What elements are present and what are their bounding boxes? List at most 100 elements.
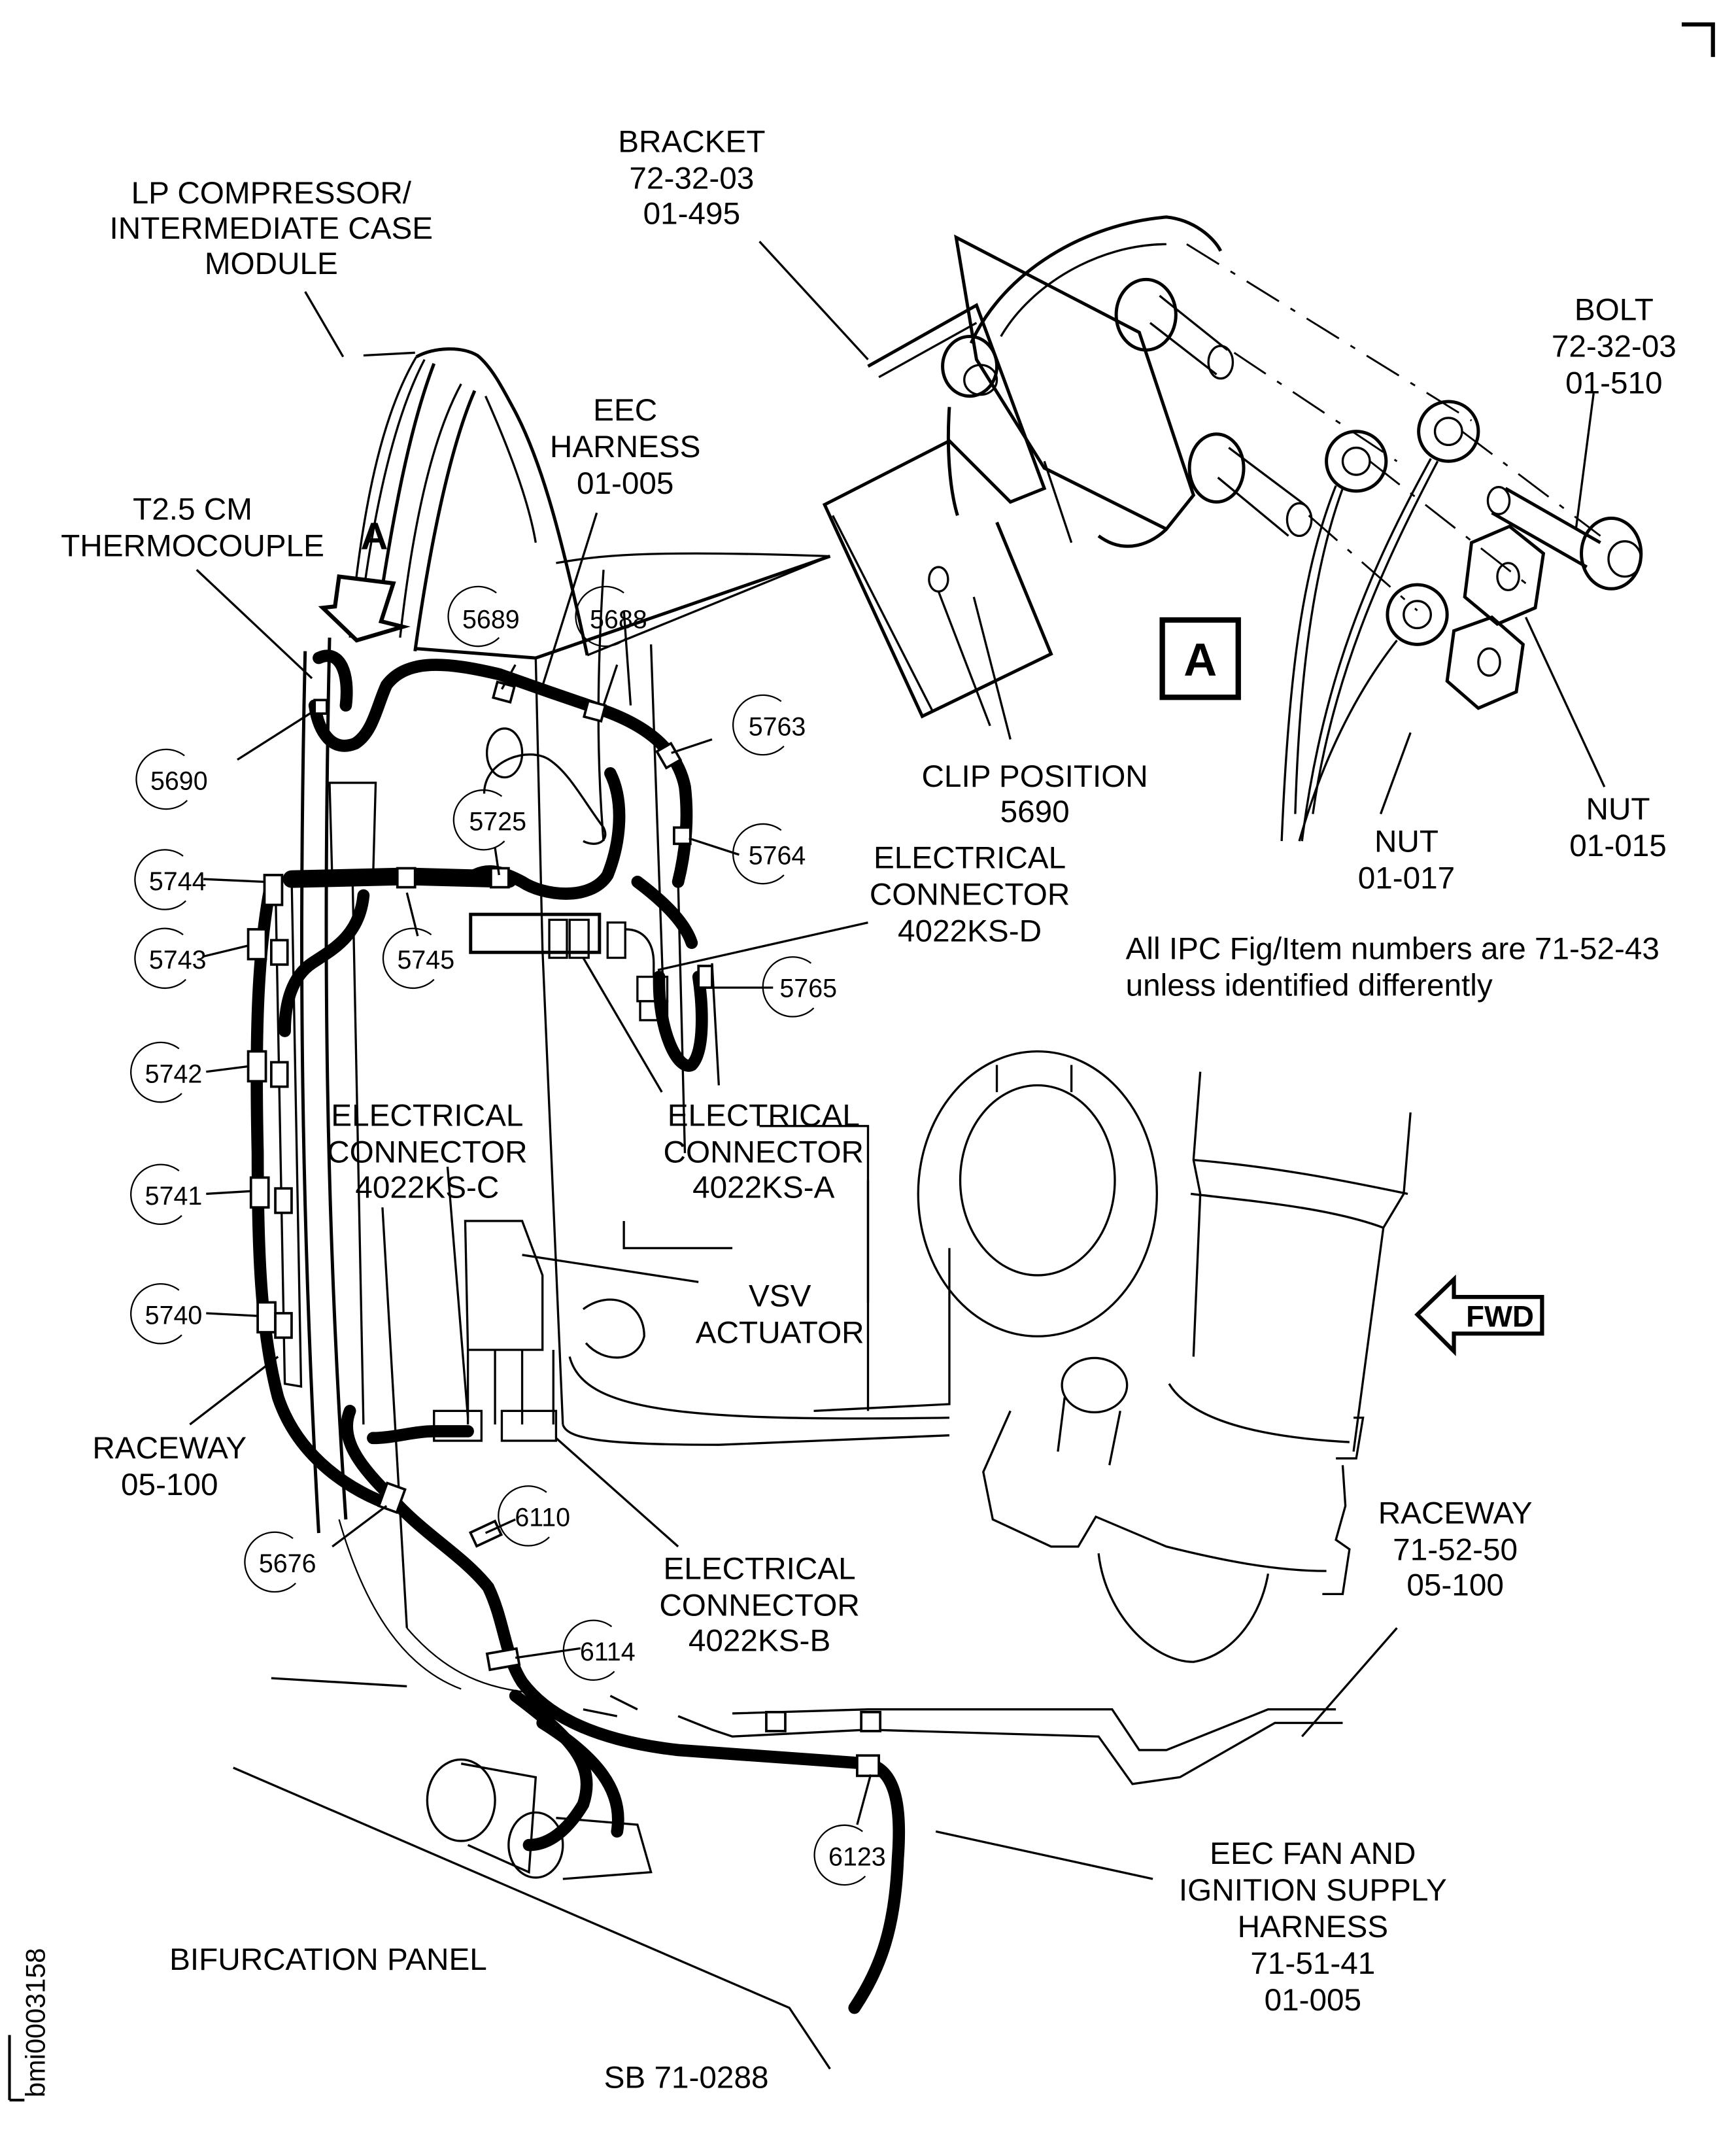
view-a-arrow: A (318, 515, 411, 643)
service-bulletin-reference: SB 71-0288 (604, 2060, 769, 2095)
svg-text:VSV: VSV (749, 1279, 811, 1314)
connectors-drawing (328, 727, 1343, 1880)
label-nut-01-017: NUT 01-017 (1358, 825, 1455, 896)
svg-text:5764: 5764 (749, 841, 806, 870)
svg-text:THERMOCOUPLE: THERMOCOUPLE (61, 528, 324, 563)
image-id: bmi0003158 (8, 1948, 50, 2102)
callout-5741: 5741 (130, 1163, 203, 1225)
svg-text:5741: 5741 (145, 1182, 203, 1211)
label-vsv-actuator: VSV ACTUATOR (696, 1279, 864, 1351)
svg-text:T2.5 CM: T2.5 CM (133, 492, 252, 526)
svg-text:CONNECTOR: CONNECTOR (870, 878, 1070, 912)
label-eec-harness: EEC HARNESS 01-005 (550, 393, 701, 501)
callout-6110: 6110 (498, 1485, 570, 1547)
svg-text:ELECTRICAL: ELECTRICAL (668, 1099, 860, 1133)
svg-text:MODULE: MODULE (205, 247, 338, 281)
svg-text:ELECTRICAL: ELECTRICAL (331, 1099, 523, 1133)
svg-text:ELECTRICAL: ELECTRICAL (663, 1552, 855, 1587)
view-a-box (1159, 617, 1241, 700)
label-connector-b: ELECTRICAL CONNECTOR 4022KS-B (659, 1552, 859, 1659)
callout-6123: 6123 (813, 1824, 886, 1886)
svg-text:EEC FAN AND: EEC FAN AND (1210, 1836, 1416, 1871)
svg-text:CONNECTOR: CONNECTOR (659, 1589, 859, 1623)
label-nut-01-015: NUT 01-015 (1569, 792, 1666, 863)
view-a-box-letter: A (1183, 634, 1217, 685)
svg-text:5763: 5763 (749, 712, 806, 741)
bifurcation-panel-edge (233, 1766, 831, 2070)
leader-lines (189, 241, 1606, 1880)
eec-harness-route (250, 649, 906, 2014)
svg-text:BRACKET: BRACKET (618, 124, 765, 159)
svg-text:LP COMPRESSOR/: LP COMPRESSOR/ (131, 176, 412, 211)
svg-text:6114: 6114 (580, 1638, 636, 1666)
callout-5763: 5763 (732, 694, 806, 756)
svg-text:5690: 5690 (1000, 795, 1070, 829)
svg-text:All IPC Fig/Item numbers are 7: All IPC Fig/Item numbers are 71-52-43 (1126, 932, 1659, 967)
callout-5743: 5743 (134, 927, 207, 989)
callout-5740: 5740 (130, 1283, 203, 1345)
svg-text:EEC: EEC (593, 393, 657, 428)
svg-text:IGNITION SUPPLY: IGNITION SUPPLY (1179, 1873, 1447, 1908)
svg-text:5740: 5740 (145, 1301, 203, 1330)
forward-direction-arrow: FWD (1414, 1274, 1544, 1356)
svg-text:5690: 5690 (150, 766, 208, 795)
svg-text:5689: 5689 (462, 605, 520, 634)
view-a-marker: A (361, 515, 388, 558)
svg-text:BOLT: BOLT (1574, 293, 1654, 328)
svg-text:01-017: 01-017 (1358, 861, 1455, 896)
svg-text:5725: 5725 (469, 808, 526, 836)
svg-text:5742: 5742 (145, 1059, 203, 1088)
svg-text:5688: 5688 (590, 605, 647, 634)
callout-5744: 5744 (134, 849, 207, 910)
corner-crop-mark (1682, 22, 1715, 58)
callout-6114: 6114 (562, 1619, 636, 1681)
svg-text:5743: 5743 (149, 946, 207, 974)
svg-text:unless identified differently: unless identified differently (1126, 969, 1493, 1003)
svg-text:CONNECTOR: CONNECTOR (327, 1135, 527, 1170)
callout-5690: 5690 (135, 748, 208, 810)
svg-text:01-005: 01-005 (577, 466, 673, 501)
label-bolt: BOLT 72-32-03 01-510 (1552, 293, 1676, 401)
label-connector-c: ELECTRICAL CONNECTOR 4022KS-C (327, 1099, 527, 1205)
svg-text:NUT: NUT (1374, 825, 1438, 859)
svg-text:71-51-41: 71-51-41 (1250, 1946, 1375, 1981)
label-clip-position: CLIP POSITION 5690 (921, 759, 1148, 829)
svg-text:ACTUATOR: ACTUATOR (696, 1316, 864, 1351)
callout-5688: 5688 (575, 585, 647, 647)
svg-text:5765: 5765 (779, 974, 837, 1003)
fwd-arrow-label: FWD (1466, 1300, 1534, 1334)
label-raceway-left: RACEWAY 05-100 (92, 1431, 247, 1502)
svg-text:4022KS-B: 4022KS-B (689, 1624, 830, 1659)
label-bifurcation-panel: BIFURCATION PANEL (169, 1942, 487, 1977)
svg-text:01-005: 01-005 (1265, 1983, 1361, 2018)
svg-text:71-52-50: 71-52-50 (1393, 1533, 1518, 1568)
svg-text:6110: 6110 (515, 1504, 570, 1532)
ipc-note: All IPC Fig/Item numbers are 71-52-43 un… (1126, 932, 1659, 1003)
svg-text:CONNECTOR: CONNECTOR (664, 1135, 864, 1170)
label-lp-compressor: LP COMPRESSOR/ INTERMEDIATE CASE MODULE (110, 176, 434, 281)
callout-5742: 5742 (130, 1041, 203, 1103)
svg-text:CLIP POSITION: CLIP POSITION (921, 759, 1148, 794)
svg-text:72-32-03: 72-32-03 (629, 161, 754, 196)
callout-5764: 5764 (732, 823, 806, 885)
svg-text:6123: 6123 (828, 1842, 886, 1871)
svg-text:05-100: 05-100 (121, 1468, 218, 1502)
image-id-label: bmi0003158 (20, 1948, 50, 2097)
svg-text:72-32-03: 72-32-03 (1552, 330, 1676, 364)
svg-text:ELECTRICAL: ELECTRICAL (874, 841, 1066, 876)
svg-text:01-495: 01-495 (643, 196, 740, 231)
label-connector-a: ELECTRICAL CONNECTOR 4022KS-A (664, 1099, 864, 1205)
svg-text:RACEWAY: RACEWAY (92, 1431, 247, 1466)
svg-text:4022KS-A: 4022KS-A (692, 1171, 835, 1205)
svg-text:5676: 5676 (259, 1549, 316, 1578)
svg-text:05-100: 05-100 (1406, 1568, 1503, 1602)
label-raceway-right: RACEWAY 71-52-50 05-100 (1378, 1496, 1533, 1603)
fan-case-components-drawing (813, 1050, 1412, 1663)
callout-5689: 5689 (447, 585, 520, 647)
callout-5725: 5725 (452, 789, 526, 851)
label-connector-d: ELECTRICAL CONNECTOR 4022KS-D (870, 841, 1070, 949)
svg-text:5744: 5744 (149, 867, 207, 896)
svg-text:4022KS-D: 4022KS-D (898, 914, 1042, 949)
svg-text:4022KS-C: 4022KS-C (355, 1171, 499, 1205)
